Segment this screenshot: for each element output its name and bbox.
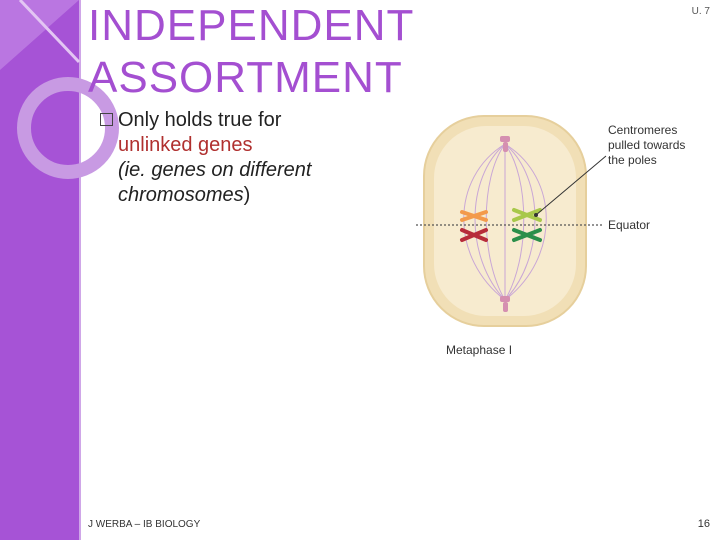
bullet-text-part5: )	[243, 184, 251, 206]
centrosome-top	[500, 136, 510, 152]
sidebar-divider	[79, 0, 81, 540]
bullet-text: Only holds true for unlinked genes (ie. …	[118, 108, 390, 208]
title-line-2: ASSORTMENT	[88, 53, 403, 102]
bullet-text-part3: (ie. genes on different	[118, 159, 312, 181]
label-equator: Equator	[608, 218, 650, 232]
deco-line	[18, 0, 81, 64]
label-centromeres-2: pulled towards	[608, 138, 685, 152]
deco-ring	[17, 77, 119, 179]
label-centromeres-3: the poles	[608, 153, 657, 167]
centromere-pointer-line	[535, 155, 607, 216]
spindle-fibers	[463, 143, 547, 301]
chromosome-pair-right	[512, 208, 542, 242]
slide-reference: U. 7	[691, 6, 710, 17]
bullet-text-part4: chromosomes	[118, 184, 244, 206]
title-line-1: INDEPENDENT	[88, 1, 415, 50]
slide-title: INDEPENDENT ASSORTMENT	[88, 0, 414, 104]
page-number: 16	[697, 518, 710, 530]
metaphase-diagram: Centromeres pulled towards the poles Equ…	[416, 115, 685, 357]
chromosome-pair-left	[460, 210, 488, 242]
label-metaphase: Metaphase I	[446, 343, 512, 357]
bullet-text-part1: Only holds true for	[118, 109, 282, 131]
decorative-shapes	[0, 0, 119, 179]
bullet-box-icon	[100, 113, 113, 126]
centrosome-bottom	[500, 296, 510, 312]
bullet-emphasis: unlinked genes	[118, 134, 253, 156]
footer-author: J WERBA – IB BIOLOGY	[88, 519, 201, 530]
bullet-point: Only holds true for unlinked genes (ie. …	[100, 108, 390, 208]
deco-triangle	[0, 0, 79, 70]
centromere-pointer-dot	[534, 213, 538, 217]
label-centromeres-1: Centromeres	[608, 123, 677, 137]
